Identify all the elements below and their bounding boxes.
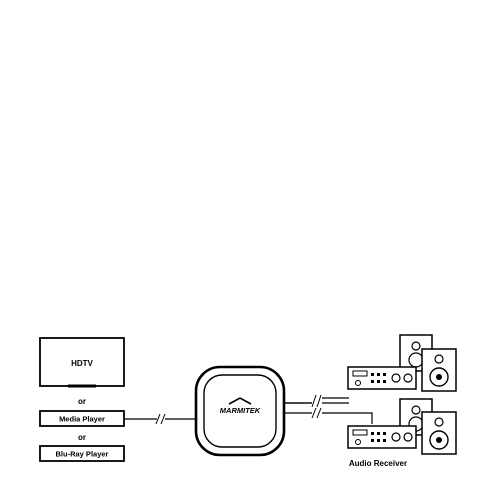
cable-break-mark bbox=[311, 394, 317, 408]
input-cable bbox=[124, 413, 197, 425]
output-cable-top bbox=[284, 392, 349, 408]
hdtv-device: HDTV bbox=[39, 337, 125, 388]
or-label-1: or bbox=[78, 397, 86, 406]
speaker-icon bbox=[421, 348, 457, 392]
marmitek-hub: MARMITEK bbox=[194, 365, 286, 457]
audio-receiver-label: Audio Receiver bbox=[349, 459, 407, 468]
amplifier-icon bbox=[347, 425, 417, 449]
amplifier-icon bbox=[347, 366, 417, 390]
media-player-label: Media Player bbox=[59, 415, 105, 424]
bluray-player-label: Blu-Ray Player bbox=[56, 450, 109, 459]
media-player-device: Media Player bbox=[39, 410, 125, 427]
audio-receiver-top bbox=[347, 334, 457, 392]
bluray-player-device: Blu-Ray Player bbox=[39, 445, 125, 462]
or-label-2: or bbox=[78, 433, 86, 442]
hub-inner-panel bbox=[203, 374, 277, 448]
hub-brand-label: MARMITEK bbox=[220, 406, 261, 415]
speaker-icon bbox=[421, 411, 457, 455]
output-cable-bottom bbox=[284, 407, 373, 424]
hdtv-label: HDTV bbox=[71, 359, 93, 368]
bluray-player-box bbox=[39, 445, 125, 462]
audio-receiver-bottom bbox=[347, 398, 457, 455]
cable-break-mark bbox=[155, 413, 161, 425]
marmitek-logo-icon bbox=[228, 397, 252, 405]
hdtv-screen bbox=[39, 337, 125, 387]
